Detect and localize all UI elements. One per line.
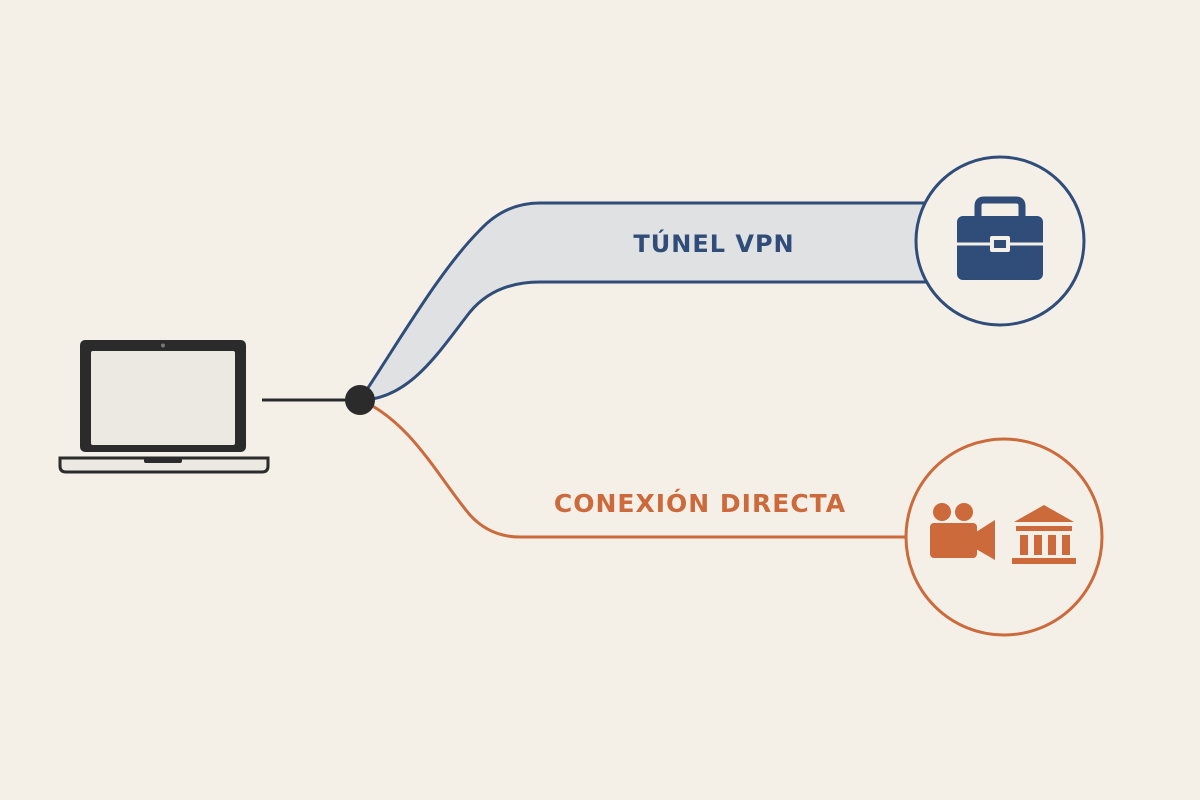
bank-column-4 bbox=[1062, 535, 1070, 555]
vpn-tunnel-upper-edge bbox=[358, 201, 935, 401]
bank-roof bbox=[1014, 505, 1074, 522]
laptop-notch bbox=[144, 458, 182, 463]
vpn-tunnel-fill bbox=[360, 203, 935, 400]
vpn-route-label: TÚNEL VPN bbox=[633, 228, 794, 258]
bank-column-3 bbox=[1048, 535, 1056, 555]
briefcase-handle bbox=[974, 196, 1026, 218]
camera-lens bbox=[976, 520, 995, 560]
laptop-base bbox=[58, 456, 270, 474]
laptop-screen bbox=[91, 351, 235, 445]
briefcase-clasp-inner bbox=[994, 240, 1006, 248]
laptop-camera bbox=[161, 343, 165, 348]
laptop-icon bbox=[58, 340, 270, 474]
direct-destination-circle bbox=[904, 437, 1104, 637]
direct-connection-line bbox=[359, 398, 912, 539]
camera-body bbox=[930, 523, 977, 558]
camera-reel-right bbox=[955, 503, 973, 521]
bank-base bbox=[1012, 558, 1076, 564]
junction-node bbox=[345, 385, 375, 415]
direct-route-label: CONEXIÓN DIRECTA bbox=[554, 488, 846, 518]
bank-column-2 bbox=[1034, 535, 1042, 555]
bank-architrave bbox=[1016, 526, 1072, 531]
camera-reel-left bbox=[933, 503, 951, 521]
bank-icon bbox=[1012, 505, 1076, 564]
video-camera-icon bbox=[930, 503, 995, 560]
briefcase-icon bbox=[957, 196, 1043, 280]
bank-column-1 bbox=[1020, 535, 1028, 555]
vpn-tunnel-lower-edge bbox=[359, 280, 935, 402]
